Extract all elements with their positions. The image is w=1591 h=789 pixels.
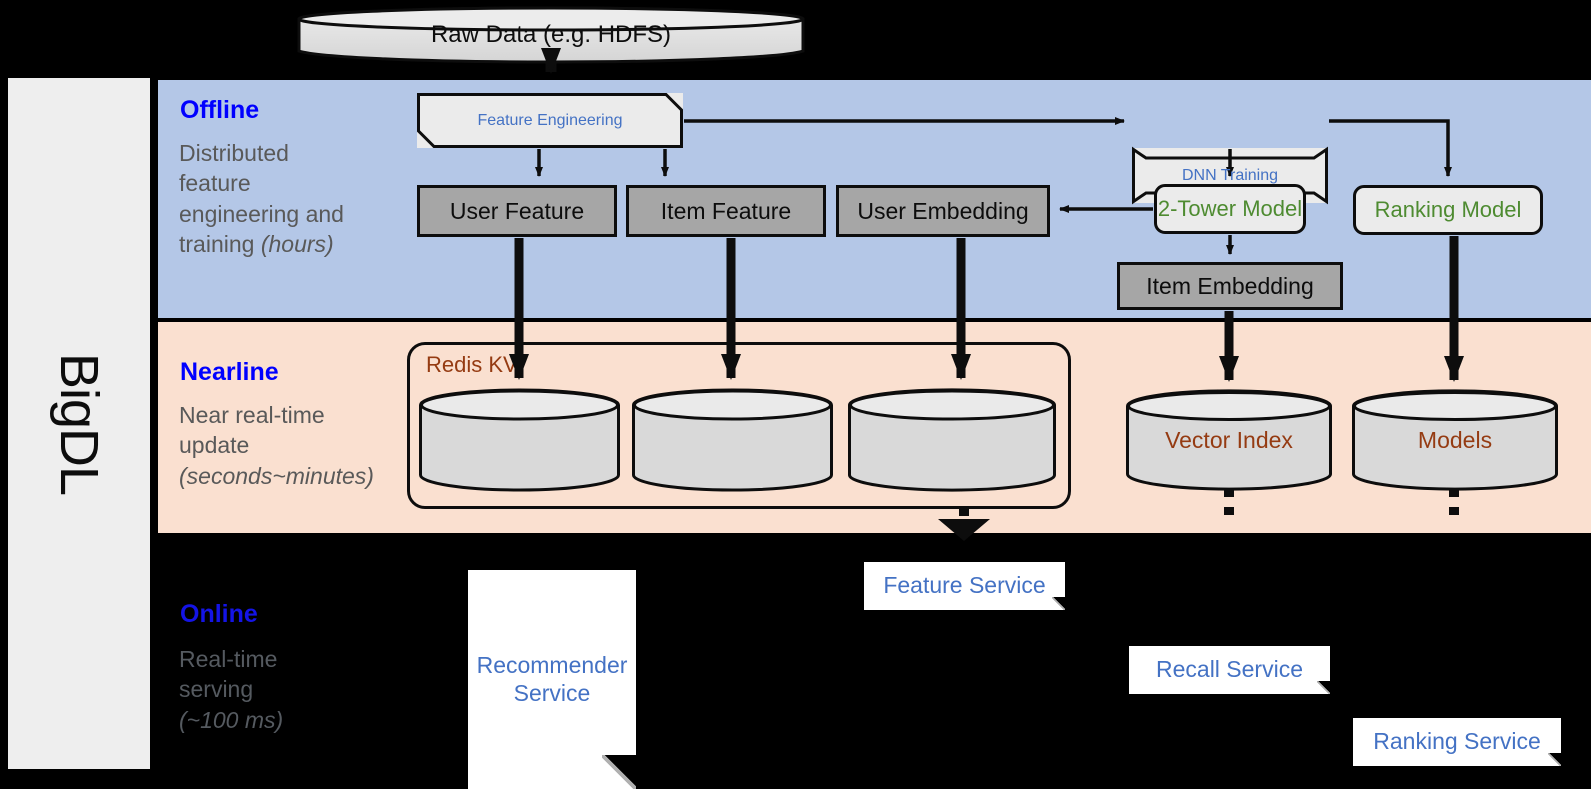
user-feature-label: User Feature (449, 197, 585, 224)
redis-kv-group (407, 342, 1071, 509)
vector-index-cylinder[interactable]: Vector Index (1125, 389, 1333, 491)
ranking-model-label: Ranking Model (1374, 197, 1522, 223)
nearline-title: Nearline (180, 358, 279, 386)
user-embedding-node[interactable]: User Embedding (836, 185, 1050, 237)
ranking-service-label: Ranking Service (1373, 728, 1541, 755)
offline-description: Distributed feature engineering and trai… (179, 138, 409, 259)
user-feature-node[interactable]: User Feature (417, 185, 617, 237)
offline-desc-l4: training (179, 231, 261, 258)
online-description: Real-time serving (~100 ms) (179, 644, 409, 735)
offline-desc-l2: feature (179, 170, 251, 197)
models-cylinder[interactable]: Models (1351, 389, 1559, 491)
offline-desc-l1: Distributed (179, 140, 289, 166)
recommender-service-node[interactable]: Recommender Service (468, 570, 636, 789)
item-embedding-node[interactable]: Item Embedding (1117, 262, 1343, 310)
nearline-desc-emph: (seconds~minutes) (179, 462, 374, 489)
recall-service-node[interactable]: Recall Service (1129, 646, 1330, 694)
ranking-model-node[interactable]: Ranking Model (1353, 185, 1543, 235)
ranking-service-node[interactable]: Ranking Service (1353, 718, 1561, 766)
online-desc-l2: serving (179, 676, 254, 703)
feature-service-node[interactable]: Feature Service (864, 562, 1065, 610)
redis-kv-label: Redis KV (426, 352, 518, 377)
item-embedding-label: Item Embedding (1146, 272, 1314, 299)
dnn-training-node[interactable]: DNN Training (1132, 146, 1328, 205)
feature-service-label: Feature Service (883, 572, 1046, 599)
item-feature-label: Item Feature (660, 197, 792, 224)
raw-data-cylinder: Raw Data (e.g. HDFS) (296, 5, 806, 65)
item-feature-node[interactable]: Item Feature (626, 185, 826, 237)
store-user-embedding-cylinder[interactable] (847, 388, 1057, 492)
nearline-desc-l1: Near real-time (179, 402, 325, 428)
recall-service-label: Recall Service (1156, 656, 1303, 683)
offline-desc-l3: engineering and (179, 200, 344, 227)
recommender-service-label: Recommender Service (476, 651, 628, 706)
store-item-feature-cylinder[interactable] (631, 388, 834, 492)
online-desc-emph: (~100 ms) (179, 706, 284, 733)
offline-title: Offline (180, 96, 260, 124)
feature-engineering-label: Feature Engineering (477, 111, 623, 129)
online-title: Online (180, 600, 258, 628)
two-tower-model-label: 2-Tower Model (1157, 196, 1303, 222)
online-desc-l1: Real-time (179, 646, 278, 672)
nearline-description: Near real-time update (seconds~minutes) (179, 400, 424, 491)
user-embedding-label: User Embedding (857, 197, 1029, 224)
dnn-training-label: DNN Training (1181, 166, 1279, 184)
feature-engineering-node[interactable]: Feature Engineering (417, 93, 683, 148)
two-tower-model-node[interactable]: 2-Tower Model (1154, 184, 1306, 234)
nearline-desc-l2: update (179, 432, 250, 459)
bigdl-label: BigDL (49, 352, 110, 495)
bigdl-framework-rail: BigDL (6, 76, 152, 771)
store-user-feature-cylinder[interactable] (418, 388, 621, 492)
offline-desc-emph: (hours) (260, 231, 334, 258)
